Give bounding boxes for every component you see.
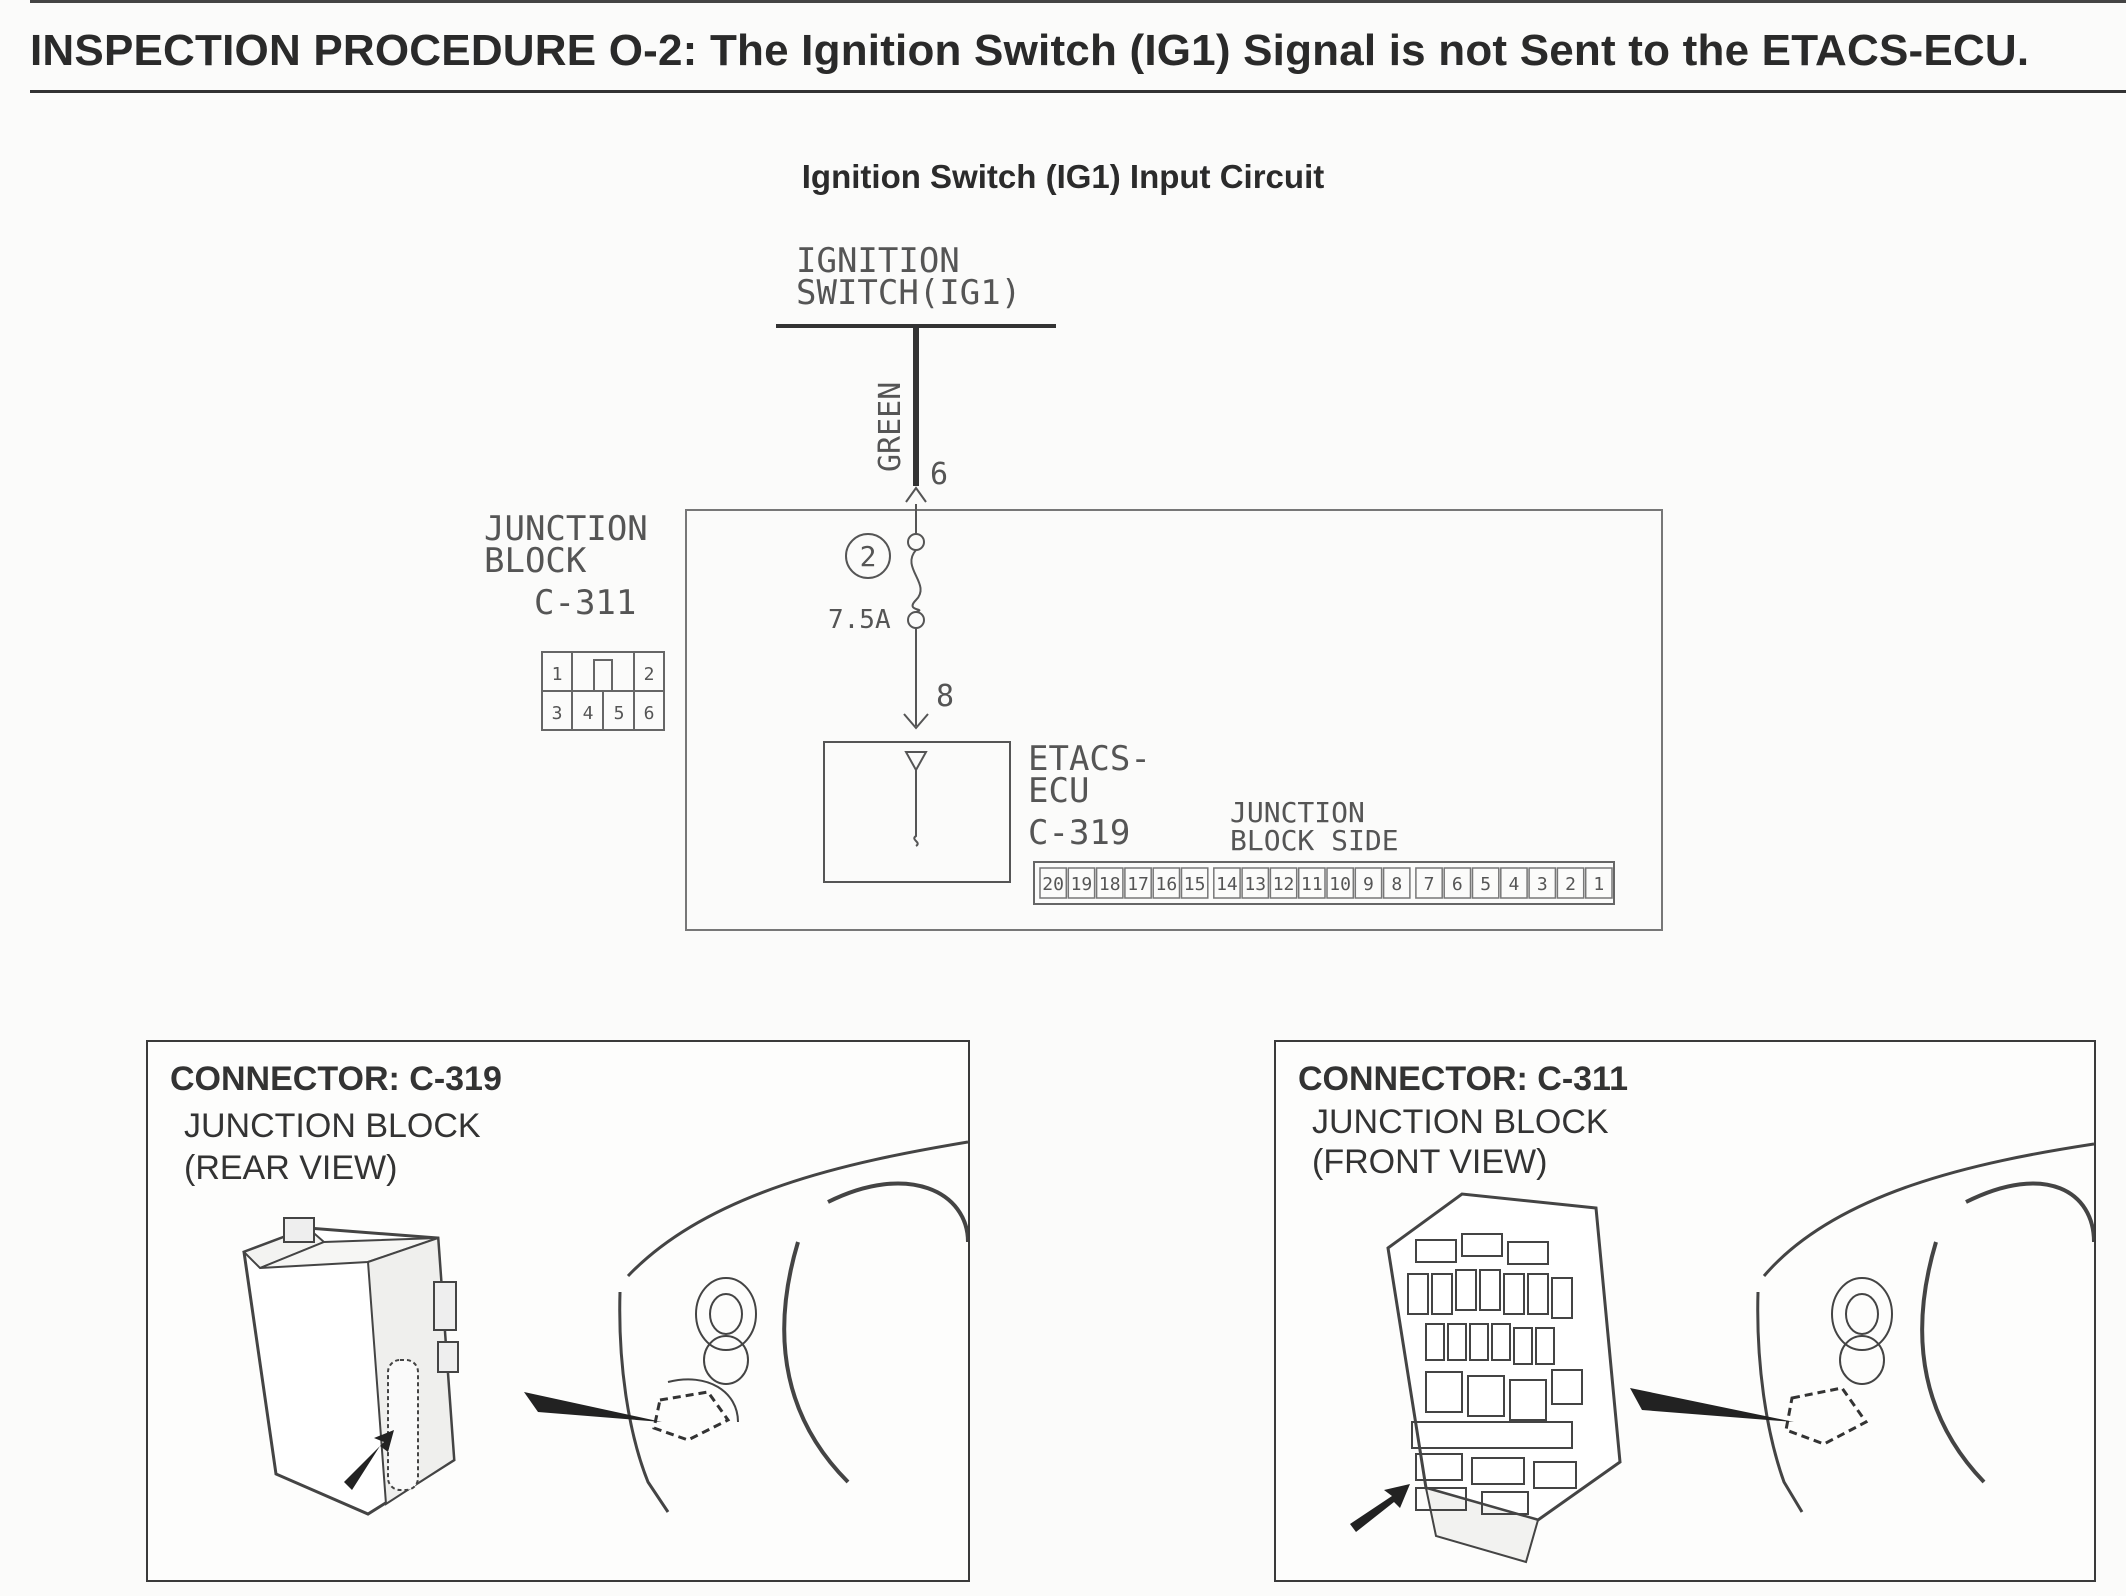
c319-pin-label: 18 [1099,874,1121,895]
fuse-terminal-top [907,533,925,551]
c311-pin-label: 5 [614,703,625,724]
junction-label-line1: JUNCTION [484,509,648,549]
ecu-input-symbol [904,751,928,773]
c319-pin-label: 2 [1565,874,1576,895]
ecu-connector-label: C-319 [1028,813,1130,853]
c319-pin-cell [1124,867,1152,899]
c319-pin-label: 7 [1424,874,1435,895]
output-connector-mark [903,713,929,730]
connector-view: (FRONT VIEW) [1312,1143,1548,1181]
side-label-line1: JUNCTION [1230,796,1365,829]
fuse-element [910,549,922,613]
c311-pin-label: 2 [644,664,655,685]
c311-pin-label: 4 [583,703,594,724]
circuit-diagram: IGNITION SWITCH(IG1) GREEN 6 2 7.5A 8 JU… [484,241,1663,931]
connector-panel-c319: CONNECTOR: C-319 JUNCTION BLOCK (REAR VI… [146,1040,970,1582]
c311-pin-label: 6 [644,703,655,724]
pin-in-label: 6 [930,457,948,492]
connector-panel-c311: CONNECTOR: C-311 JUNCTION BLOCK (FRONT V… [1274,1040,2096,1582]
wire-color-label: GREEN [873,382,908,472]
c319-pin-label: 11 [1301,874,1323,895]
connector-view: (REAR VIEW) [184,1149,398,1187]
junction-block-rear-illustration [242,1140,968,1516]
c319-pin-cell [1039,867,1068,899]
c311-pin-label: 3 [552,703,563,724]
c319-pin-cell [1354,867,1383,899]
c319-pin-label: 13 [1244,874,1266,895]
page-title: INSPECTION PROCEDURE O-2: The Ignition S… [30,26,2030,75]
c319-pin-label: 3 [1537,874,1548,895]
side-label-line2: BLOCK SIDE [1230,824,1399,857]
junction-label-line2: BLOCK [484,541,587,581]
fuse-rating: 7.5A [828,605,891,635]
c311-pin-label: 1 [552,664,563,685]
c319-pin-cell [1528,867,1557,899]
ecu-label-line2: ECU [1028,771,1089,811]
c311-pin-diagram: 1 2 3 4 5 6 [541,651,665,731]
c319-pin-cell [1415,867,1443,899]
junction-connector-label: C-311 [534,583,636,623]
c319-pin-label: 10 [1329,874,1351,895]
c319-pin-label: 20 [1042,874,1064,895]
connector-title: CONNECTOR: C-311 [1298,1060,1628,1098]
c319-pin-cell [1180,867,1209,899]
c319-pin-label: 5 [1480,874,1491,895]
c319-pin-cell [1471,867,1500,899]
fuse-number: 2 [860,540,877,573]
source-label-line2: SWITCH(IG1) [796,273,1021,313]
c319-pin-cell [1556,867,1585,899]
junction-block-front-illustration [1350,1142,2094,1564]
c319-pin-label: 16 [1156,874,1178,895]
c319-pin-cell [1269,867,1298,899]
c319-pin-cell [1382,867,1411,899]
c319-pin-cell [1297,867,1326,899]
c319-pin-cell [1443,867,1472,899]
c319-pin-cell [1326,867,1355,899]
c319-pin-cell [1152,867,1181,899]
fuse-terminal-bottom [907,611,925,629]
c319-pin-cell [1095,867,1124,899]
c319-pin-label: 15 [1184,874,1206,895]
diagram-title: Ignition Switch (IG1) Input Circuit [801,158,1325,195]
input-connector-mark [905,486,927,503]
c319-pin-cell [1241,867,1270,899]
c319-pin-label: 6 [1452,874,1463,895]
connector-subtitle: JUNCTION BLOCK [1312,1103,1609,1141]
c319-pin-label: 8 [1391,874,1402,895]
source-label-line1: IGNITION [796,241,960,281]
connector-title: CONNECTOR: C-319 [170,1060,502,1098]
c319-pin-label: 12 [1273,874,1295,895]
c319-pin-cell [1584,867,1613,899]
c319-pin-label: 14 [1216,874,1238,895]
fuse-number-circle [845,533,891,579]
c319-pin-label: 17 [1127,874,1149,895]
etacs-ecu-box [823,741,1011,883]
pin-out-label: 8 [936,679,954,714]
c319-pin-cell [1067,867,1096,899]
c319-pin-label: 4 [1509,874,1520,895]
ecu-label-line1: ETACS- [1028,739,1151,779]
c319-pin-cell [1213,867,1241,899]
c319-pin-label: 19 [1071,874,1093,895]
c319-pin-cell [1500,867,1528,899]
c319-pin-label: 9 [1363,874,1374,895]
c319-pin-label: 1 [1593,874,1604,895]
connector-subtitle: JUNCTION BLOCK [184,1107,481,1145]
title-rule [30,90,2126,93]
top-rule [30,0,2126,3]
junction-block-outline [685,509,1663,931]
